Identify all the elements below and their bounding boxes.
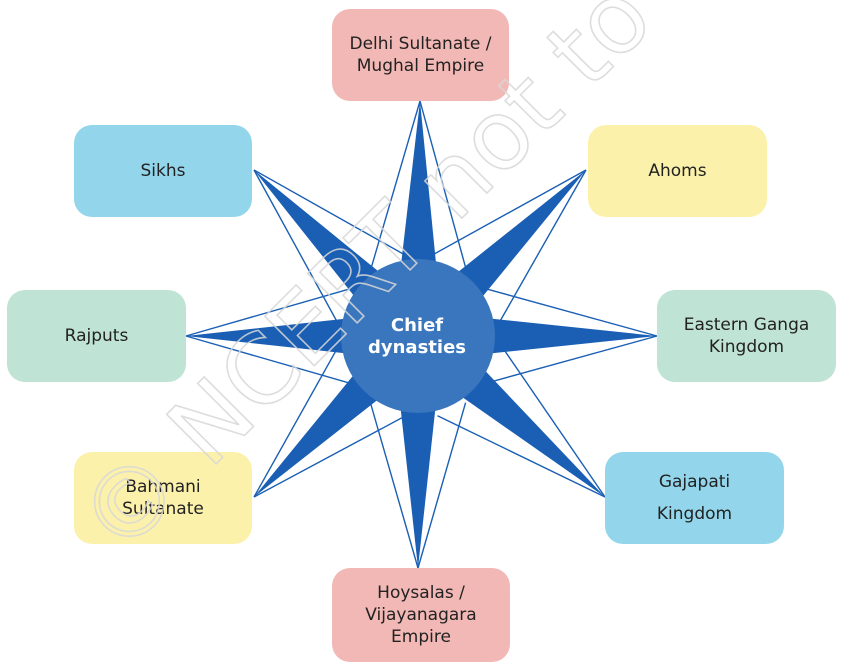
box-rajputs-line1: Rajputs	[64, 326, 129, 346]
box-ahoms-line1: Ahoms	[648, 161, 707, 181]
box-delhi-line2: Mughal Empire	[356, 56, 485, 76]
box-hoysalas-line3: Empire	[391, 627, 451, 647]
connector-line-eastern-2	[484, 287, 658, 337]
box-eastern-line2: Kingdom	[708, 337, 785, 357]
box-bahmani: Bahmani Sultanate	[74, 452, 252, 544]
connector-line-eastern-1	[484, 335, 658, 385]
center-label-line1: Chief	[390, 315, 444, 336]
box-bahmani-line2: Sultanate	[122, 499, 204, 519]
center-label: Chief dynasties	[342, 262, 492, 412]
connector-line-sikhs-1	[253, 169, 406, 256]
connector-line-hoysalas-2	[417, 402, 467, 569]
connector-line-gajapati-2	[499, 343, 606, 498]
box-hoysalas: Hoysalas / Vijayanagara Empire	[332, 568, 510, 662]
box-eastern-line1: Eastern Ganga	[683, 315, 810, 335]
box-ahoms: Ahoms	[588, 125, 767, 217]
connector-line-delhi-1	[419, 100, 467, 270]
connector-line-gajapati-1	[437, 415, 606, 498]
box-gajapati-line2: Kingdom	[656, 504, 733, 524]
connector-line-ahoms-2	[431, 169, 587, 256]
center-label-line2: dynasties	[368, 337, 466, 358]
box-sikhs-line1: Sikhs	[140, 161, 186, 181]
connector-line-rajputs-1	[185, 287, 352, 337]
box-hoysalas-line2: Vijayanagara	[365, 605, 477, 625]
connector-line-bahmani-1	[253, 348, 338, 498]
box-eastern-ganga: Eastern Ganga Kingdom	[657, 290, 836, 382]
box-gajapati: Gajapati Kingdom	[605, 452, 784, 544]
connector-line-rajputs-2	[185, 335, 352, 385]
box-rajputs: Rajputs	[7, 290, 186, 382]
box-bahmani-line1: Bahmani	[125, 477, 201, 497]
box-gajapati-line1: Gajapati	[658, 472, 731, 492]
box-sikhs: Sikhs	[74, 125, 252, 217]
box-hoysalas-line1: Hoysalas /	[377, 583, 465, 603]
connector-line-ahoms-1	[498, 169, 587, 324]
center-circle	[341, 259, 495, 413]
box-delhi-sultanate: Delhi Sultanate / Mughal Empire	[332, 9, 509, 101]
thin-connector-lines	[185, 100, 658, 569]
box-delhi-line1: Delhi Sultanate /	[349, 34, 492, 54]
connector-line-hoysalas-1	[369, 402, 419, 569]
